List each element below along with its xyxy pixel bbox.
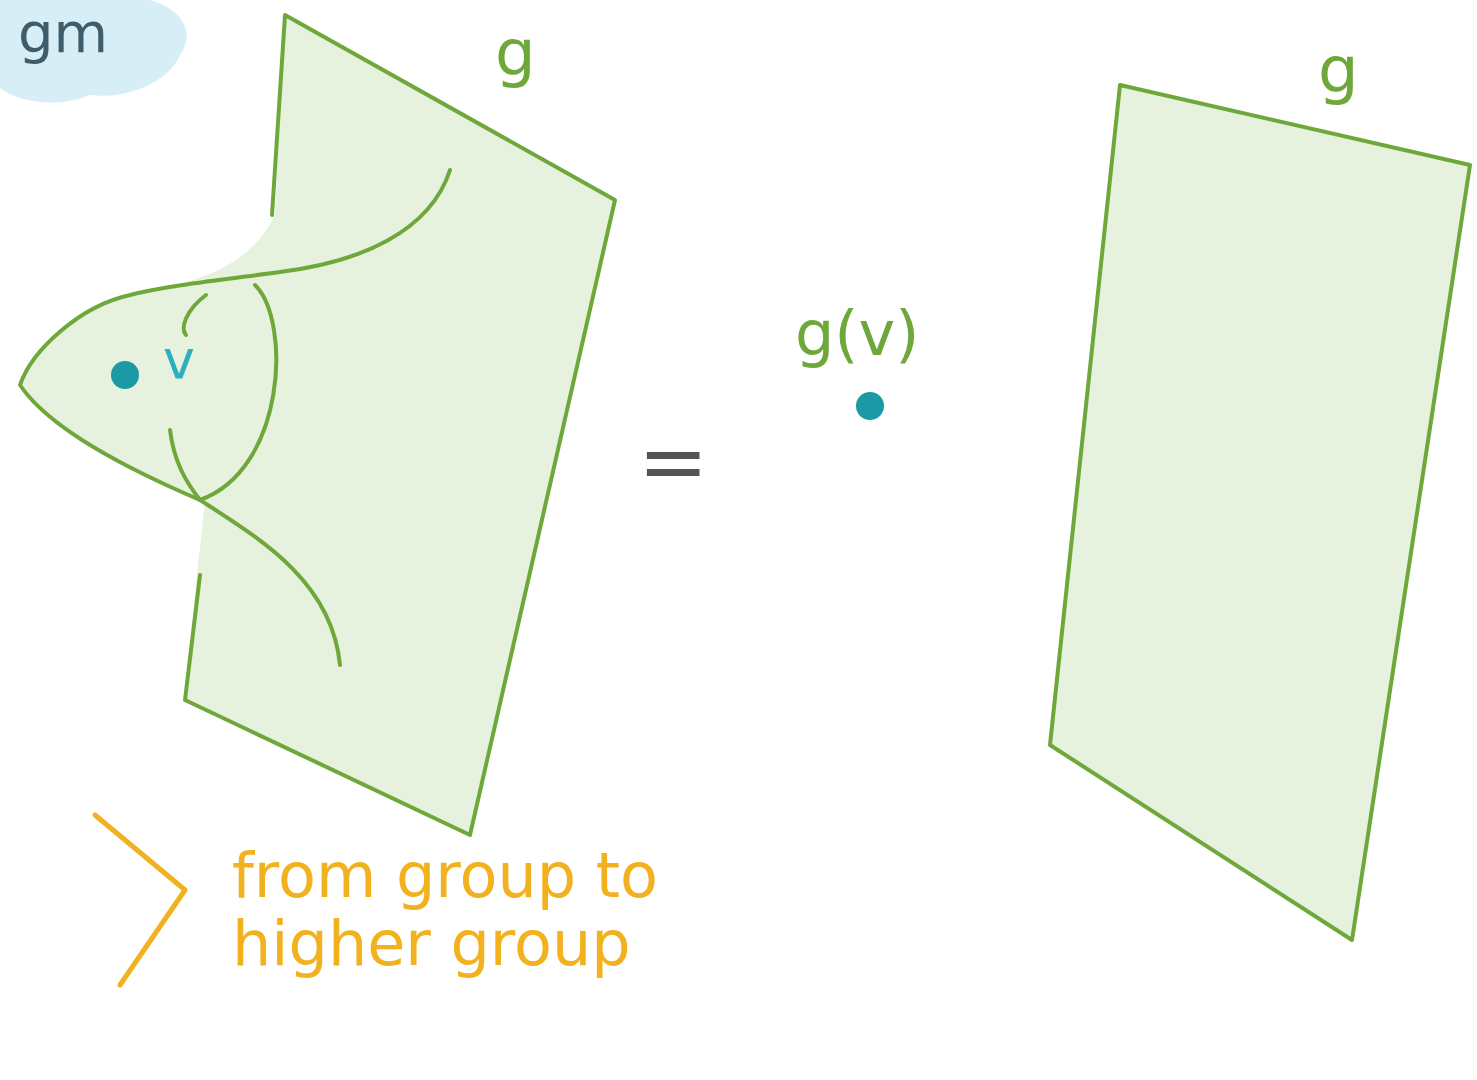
point-dot xyxy=(111,361,139,389)
annotation-note: from group to higher group xyxy=(232,842,852,978)
group-label: g xyxy=(495,18,536,88)
equals-sign: = xyxy=(638,415,708,507)
bracket xyxy=(95,815,185,985)
vector-label: v xyxy=(163,330,195,389)
surface-edge xyxy=(200,285,276,500)
mapped-point xyxy=(856,392,884,420)
flat-surface: g xyxy=(1040,40,1475,945)
surface-edge xyxy=(1050,85,1470,940)
surface-edge xyxy=(20,170,450,665)
surface-fill xyxy=(1050,85,1470,940)
image-label: g(v) xyxy=(795,300,919,368)
highlight-cloud xyxy=(0,0,187,103)
surface-edge xyxy=(170,430,200,500)
surface-outline xyxy=(1040,40,1475,945)
surface-outline xyxy=(10,8,630,843)
heading-fragment: gm xyxy=(18,2,108,64)
group-label: g xyxy=(1318,35,1359,105)
surface-fill xyxy=(20,15,615,835)
folded-surface: gv xyxy=(10,8,630,843)
surface-edge xyxy=(184,295,206,335)
surface-edge xyxy=(185,15,615,835)
